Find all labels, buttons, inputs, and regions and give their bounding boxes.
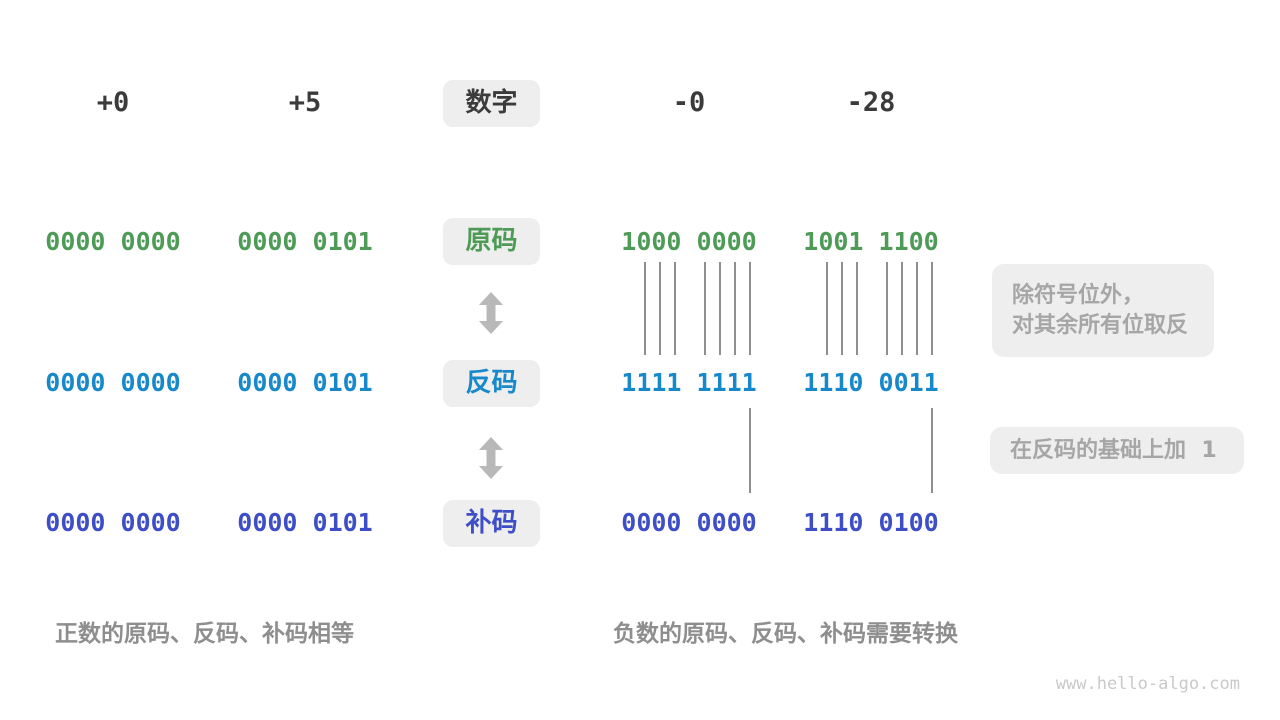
bit-connector-line	[886, 262, 888, 355]
twos-complement-bits-plus0: 0000 0000	[45, 508, 181, 537]
bit-connector-line	[659, 262, 661, 355]
bit-connector-line	[704, 262, 706, 355]
bit-connector-line	[749, 408, 751, 493]
invert-bits-note-line2: 对其余所有位取反	[1012, 313, 1189, 338]
header-label-box: 数字	[443, 80, 540, 127]
twos-complement-bits-plus5: 0000 0101	[237, 508, 373, 537]
sign-magnitude-bits-plus5: 0000 0101	[237, 227, 373, 256]
header-value-minus0: -0	[672, 87, 706, 118]
add-one-note: 在反码的基础上加 1	[990, 427, 1244, 474]
site-watermark: www.hello-algo.com	[1055, 674, 1240, 694]
bit-connector-line	[644, 262, 646, 355]
bit-connector-line	[826, 262, 828, 355]
twos-complement-label-box: 补码	[443, 500, 540, 547]
bit-connector-line	[856, 262, 858, 355]
negative-numbers-caption: 负数的原码、反码、补码需要转换	[613, 621, 958, 647]
invert-bits-note: 除符号位外， 对其余所有位取反	[992, 264, 1214, 357]
twos-complement-bits-minus0: 0000 0000	[621, 508, 757, 537]
sign-magnitude-bits-plus0: 0000 0000	[45, 227, 181, 256]
invert-bits-note-line1: 除符号位外，	[1012, 283, 1145, 308]
updown-arrow-icon	[478, 437, 504, 479]
ones-complement-bits-plus0: 0000 0000	[45, 368, 181, 397]
bit-connector-line	[931, 408, 933, 493]
header-value-plus5: +5	[288, 87, 322, 118]
bit-connector-line	[841, 262, 843, 355]
header-value-plus0: +0	[96, 87, 130, 118]
bit-connector-line	[674, 262, 676, 355]
positive-numbers-caption: 正数的原码、反码、补码相等	[55, 621, 354, 647]
bit-connector-line	[931, 262, 933, 355]
bit-connector-line	[749, 262, 751, 355]
twos-complement-bits-minus28: 1110 0100	[803, 508, 939, 537]
ones-complement-bits-minus28: 1110 0011	[803, 368, 939, 397]
updown-arrow-icon	[478, 292, 504, 334]
bit-connector-line	[734, 262, 736, 355]
sign-magnitude-bits-minus0: 1000 0000	[621, 227, 757, 256]
ones-complement-bits-plus5: 0000 0101	[237, 368, 373, 397]
bit-connector-line	[916, 262, 918, 355]
ones-complement-bits-minus0: 1111 1111	[621, 368, 757, 397]
ones-complement-label-box: 反码	[443, 360, 540, 407]
sign-magnitude-label-box: 原码	[443, 218, 540, 265]
bit-connector-line	[901, 262, 903, 355]
sign-magnitude-bits-minus28: 1001 1100	[803, 227, 939, 256]
header-value-minus28: -28	[846, 87, 896, 118]
bit-connector-line	[719, 262, 721, 355]
